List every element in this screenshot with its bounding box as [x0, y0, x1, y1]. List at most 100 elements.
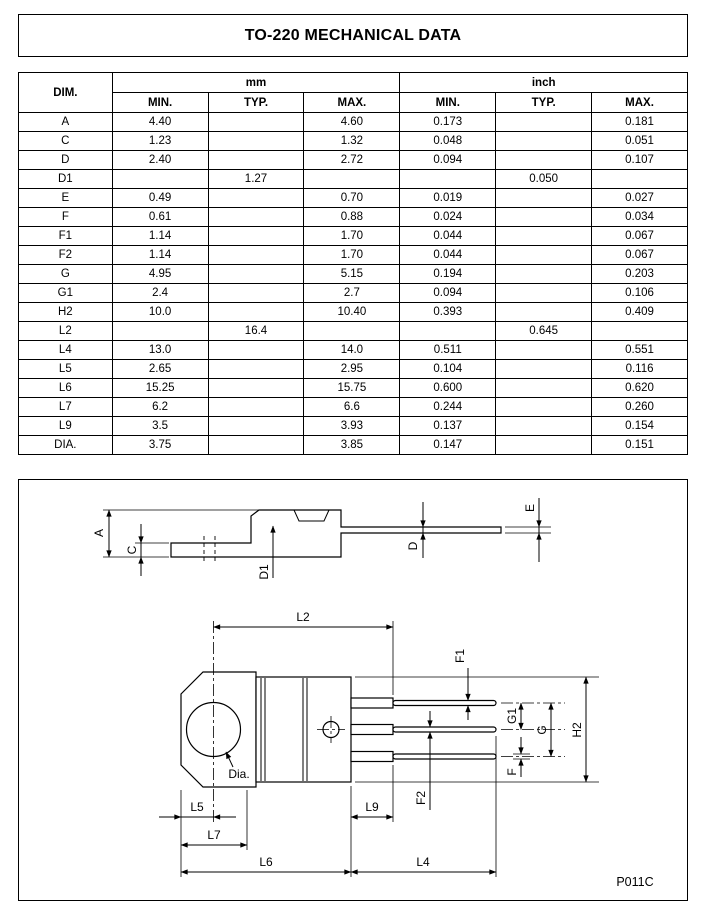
value-cell: 13.0 — [111, 340, 209, 360]
lead-bottom — [350, 750, 497, 763]
value-cell: 0.620 — [591, 378, 688, 398]
value-cell — [495, 112, 593, 132]
value-cell: 6.6 — [303, 397, 401, 417]
mm-min-header: MIN. — [111, 92, 209, 113]
drawing-code: P011C — [616, 875, 653, 889]
value-cell: 0.067 — [591, 226, 688, 246]
value-cell — [207, 150, 305, 170]
value-cell: 0.106 — [591, 283, 688, 303]
value-cell: 2.65 — [111, 359, 209, 379]
mm-max-header: MAX. — [303, 92, 401, 113]
value-cell: 0.067 — [591, 245, 688, 265]
value-cell — [399, 169, 497, 189]
table-subheader-row: MIN. TYP. MAX. MIN. TYP. MAX. — [19, 92, 688, 113]
value-cell — [207, 264, 305, 284]
value-cell — [495, 226, 593, 246]
value-cell: 0.044 — [399, 245, 497, 265]
value-cell: 0.027 — [591, 188, 688, 208]
value-cell — [495, 340, 593, 360]
value-cell — [207, 435, 305, 455]
dim-label-l6: L6 — [259, 855, 273, 869]
value-cell: 2.7 — [303, 283, 401, 303]
dim-cell: C — [18, 131, 113, 151]
dim-cell: F — [18, 207, 113, 227]
table-header-row: DIM. mm inch — [18, 72, 688, 113]
value-cell — [207, 226, 305, 246]
value-cell — [495, 359, 593, 379]
dim-label-h2: H2 — [570, 722, 584, 738]
mechanical-drawing: A C D D1 E — [92, 498, 654, 889]
lead-top — [350, 697, 497, 709]
lead-middle — [350, 723, 497, 736]
value-cell: 1.32 — [303, 131, 401, 151]
dim-label-l9: L9 — [365, 800, 379, 814]
dim-label-f: F — [505, 768, 519, 775]
package-side-outline — [170, 509, 502, 558]
value-cell: 0.260 — [591, 397, 688, 417]
value-cell: 15.25 — [111, 378, 209, 398]
dim-label-d: D — [406, 541, 420, 550]
value-cell: 14.0 — [303, 340, 401, 360]
value-cell: 0.393 — [399, 302, 497, 322]
value-cell: 1.27 — [207, 169, 305, 189]
value-cell: 1.70 — [303, 226, 401, 246]
dim-cell: L2 — [18, 321, 113, 341]
value-cell: 0.116 — [591, 359, 688, 379]
value-cell: 1.23 — [111, 131, 209, 151]
dim-label-l5: L5 — [190, 800, 204, 814]
value-cell — [207, 188, 305, 208]
value-cell — [495, 264, 593, 284]
value-cell — [495, 397, 593, 417]
value-cell: 0.019 — [399, 188, 497, 208]
body-slot — [293, 509, 330, 522]
dim-cell: A — [18, 112, 113, 132]
value-cell: 6.2 — [111, 397, 209, 417]
dim-cell: L9 — [18, 416, 113, 436]
value-cell: 4.95 — [111, 264, 209, 284]
dim-label-l4: L4 — [416, 855, 430, 869]
value-cell: 0.49 — [111, 188, 209, 208]
value-cell: 0.147 — [399, 435, 497, 455]
value-cell — [207, 397, 305, 417]
value-cell: 0.151 — [591, 435, 688, 455]
dim-cell: L7 — [18, 397, 113, 417]
dim-label-d1: D1 — [257, 564, 271, 580]
value-cell: 0.244 — [399, 397, 497, 417]
dim-cell: L5 — [18, 359, 113, 379]
dim-cell: L4 — [18, 340, 113, 360]
value-cell — [207, 302, 305, 322]
value-cell: 0.094 — [399, 150, 497, 170]
value-cell: 0.600 — [399, 378, 497, 398]
value-cell: 1.14 — [111, 245, 209, 265]
value-cell: 0.511 — [399, 340, 497, 360]
value-cell: 0.024 — [399, 207, 497, 227]
value-cell: 3.85 — [303, 435, 401, 455]
value-cell: 2.4 — [111, 283, 209, 303]
value-cell — [495, 302, 593, 322]
value-cell — [207, 131, 305, 151]
value-cell: 0.051 — [591, 131, 688, 151]
inch-group-header: inch — [399, 72, 688, 93]
dim-label-f1: F1 — [453, 649, 467, 663]
dim-label-l7: L7 — [207, 828, 221, 842]
value-cell — [207, 112, 305, 132]
value-cell: 3.75 — [111, 435, 209, 455]
value-cell: 1.70 — [303, 245, 401, 265]
value-cell — [207, 340, 305, 360]
dim-cell: G — [18, 264, 113, 284]
dim-column-header: DIM. — [18, 72, 113, 113]
dim-label-g1: G1 — [505, 708, 519, 724]
value-cell: 3.93 — [303, 416, 401, 436]
inch-typ-header: TYP. — [495, 92, 593, 113]
front-view: Dia. L2 F1 G1 — [159, 610, 599, 877]
